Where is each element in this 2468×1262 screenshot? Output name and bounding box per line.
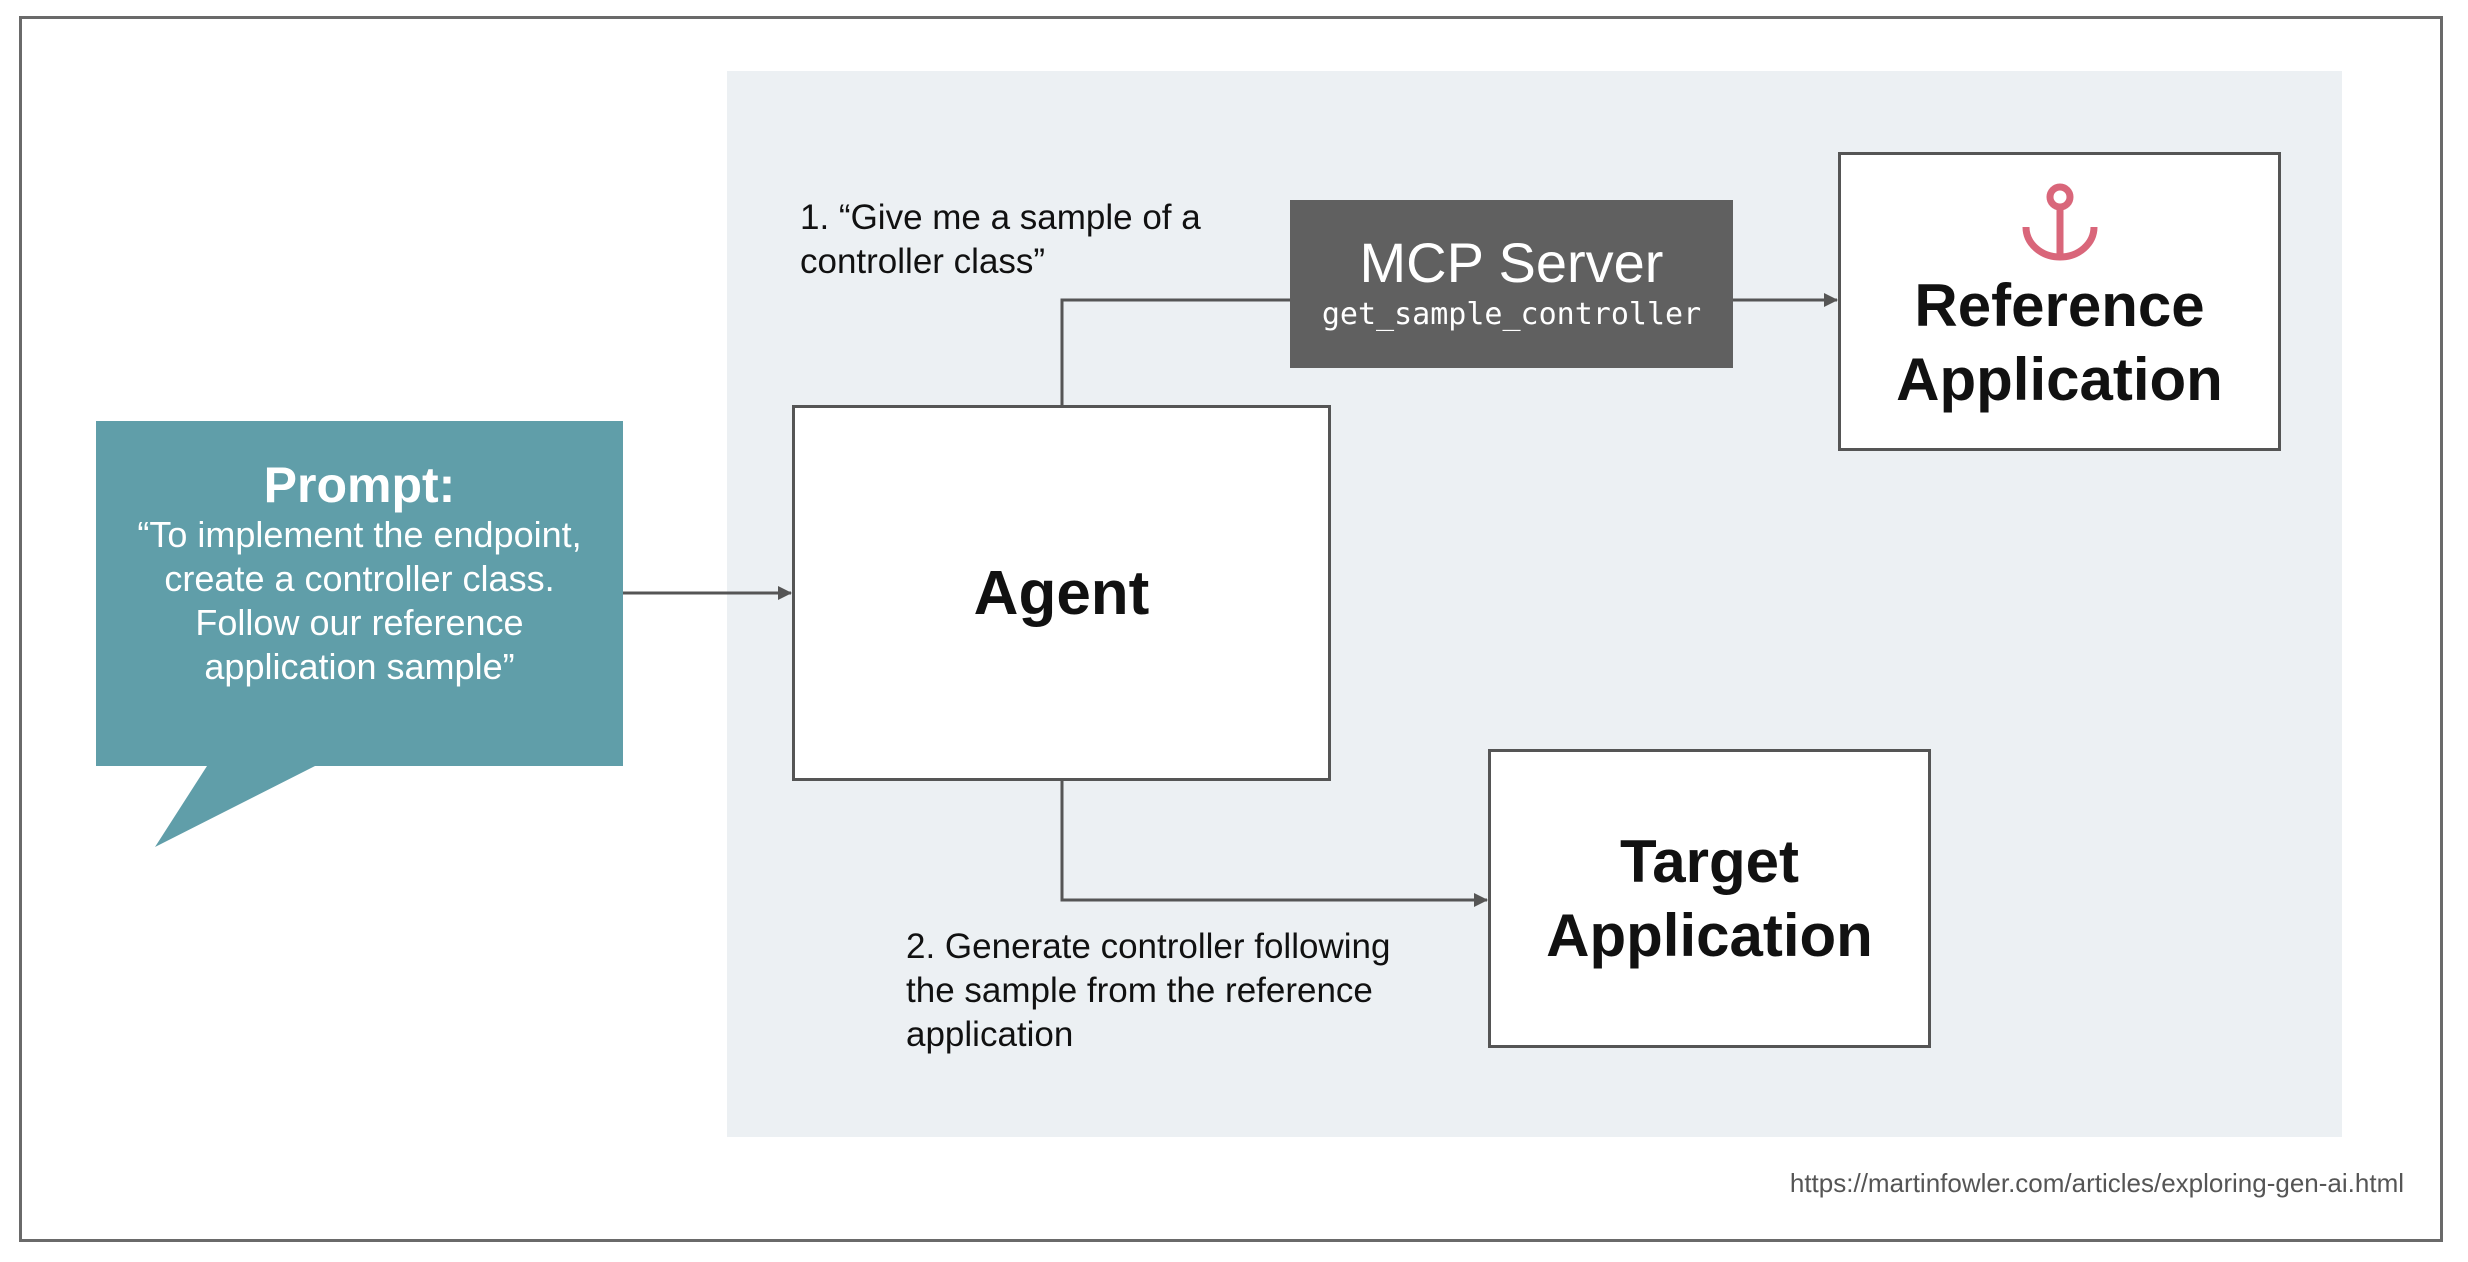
agent-box: Agent — [792, 405, 1331, 781]
reference-app-label-line1: Reference — [1914, 271, 2205, 339]
target-app-label-line1: Target — [1620, 827, 1799, 895]
agent-to-target-arrow — [1060, 781, 1488, 907]
anchor-icon — [2022, 183, 2097, 260]
prompt-bubble-shape — [96, 421, 623, 847]
target-application-box: Target Application — [1488, 749, 1931, 1048]
mcp-server-box: MCP Server get_sample_controller — [1290, 200, 1733, 368]
prompt-text: “To implement the endpoint, create a con… — [137, 514, 582, 687]
reference-application-box: Reference Application — [1838, 152, 2281, 451]
diagram-frame — [19, 16, 2443, 1242]
target-app-label-line2: Application — [1546, 901, 1873, 969]
mcp-server-title: MCP Server — [1359, 231, 1664, 294]
prompt-title: Prompt: — [263, 457, 456, 513]
agent-label: Agent — [973, 558, 1150, 628]
mcp-tool-name: get_sample_controller — [1321, 297, 1702, 332]
agent-to-mcp-line — [1060, 298, 1290, 405]
source-url: https://martinfowler.com/articles/explor… — [1789, 1168, 2404, 1198]
step-1-label: 1. “Give me a sample of a controller cla… — [800, 198, 1201, 281]
reference-app-label-line2: Application — [1896, 345, 2223, 413]
prompt-bubble: Prompt: “To implement the endpoint, crea… — [96, 421, 623, 766]
step-2-label: 2. Generate controller following the sam… — [906, 927, 1391, 1054]
